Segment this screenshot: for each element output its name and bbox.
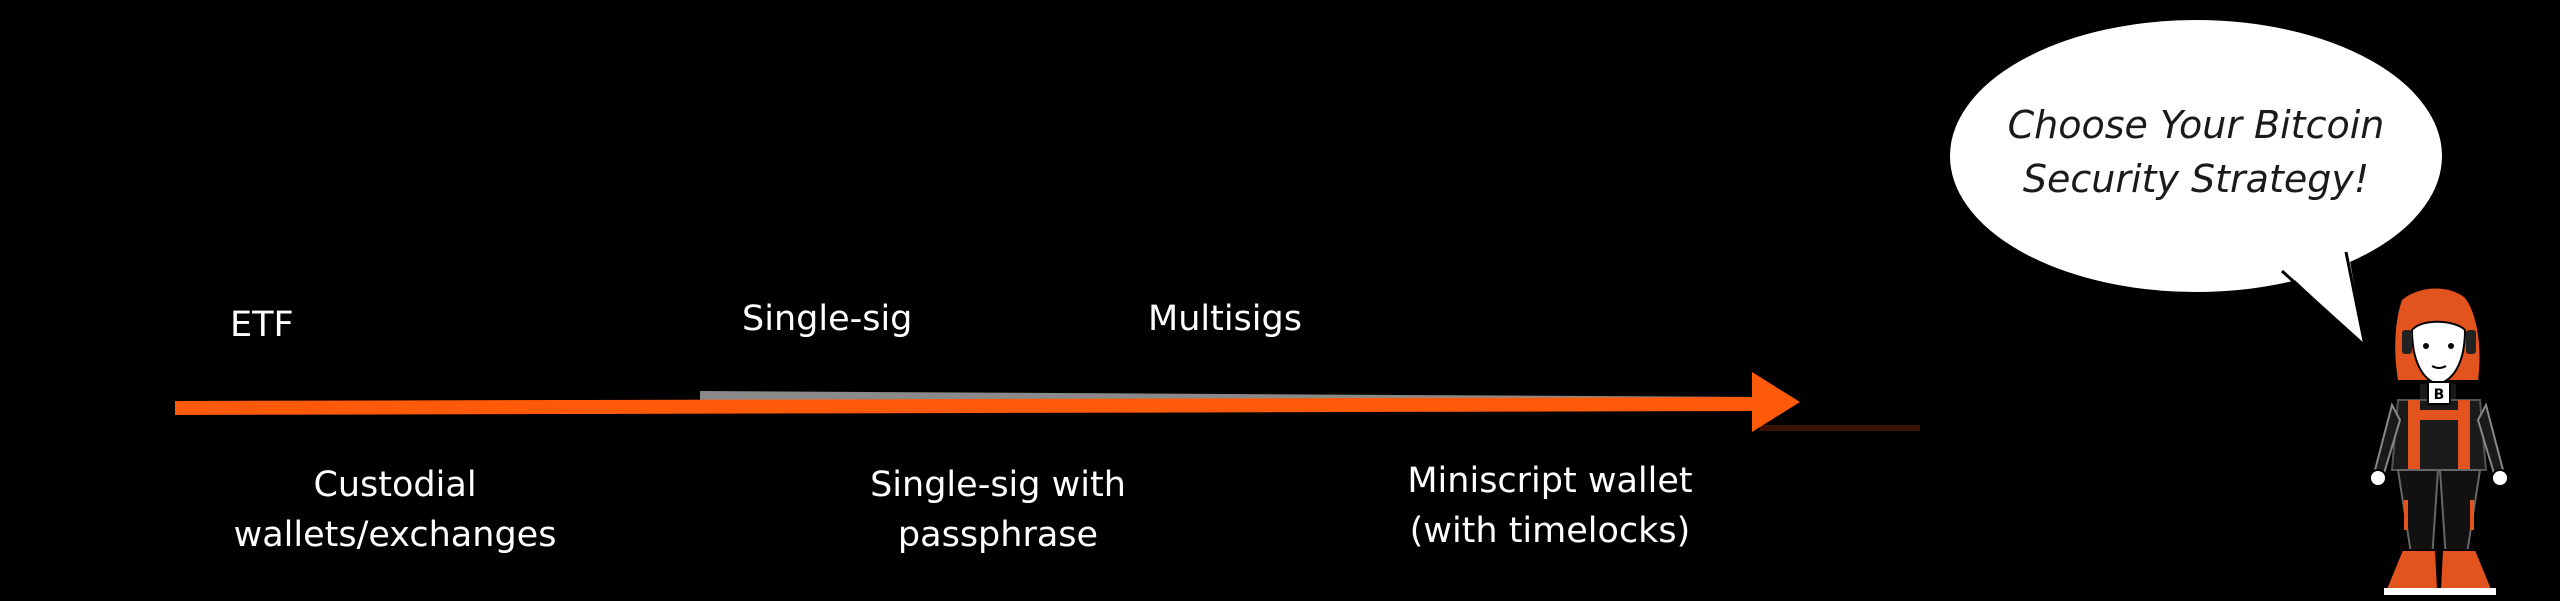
label-single-sig-passphrase: Single-sig with passphrase [818, 460, 1178, 560]
label-single-sig-passphrase-line2: passphrase [897, 515, 1099, 555]
speech-bubble-line2: Security Strategy! [2022, 157, 2370, 201]
arrow-shaft [174, 397, 1771, 415]
label-custodial: Custodial wallets/exchanges [195, 460, 595, 560]
label-etf: ETF [230, 305, 294, 345]
bitcoin-mascot-character-icon: B [2369, 288, 2509, 596]
arrowhead-icon [1752, 372, 1800, 432]
label-miniscript-wallet-line1: Miniscript wallet [1407, 461, 1693, 501]
speech-bubble-text: Choose Your Bitcoin Security Strategy! [1966, 98, 2426, 206]
label-custodial-line1: Custodial [313, 465, 477, 505]
label-custodial-line2: wallets/exchanges [233, 515, 557, 555]
label-miniscript-wallet: Miniscript wallet (with timelocks) [1370, 456, 1730, 556]
speech-bubble [1946, 16, 2446, 351]
label-multisigs: Multisigs [1148, 299, 1302, 339]
speech-bubble-line1: Choose Your Bitcoin [2007, 103, 2385, 147]
label-miniscript-wallet-line2: (with timelocks) [1409, 511, 1691, 551]
label-single-sig: Single-sig [742, 299, 913, 339]
svg-text:B: B [2434, 387, 2445, 403]
label-single-sig-passphrase-line1: Single-sig with [870, 465, 1126, 505]
